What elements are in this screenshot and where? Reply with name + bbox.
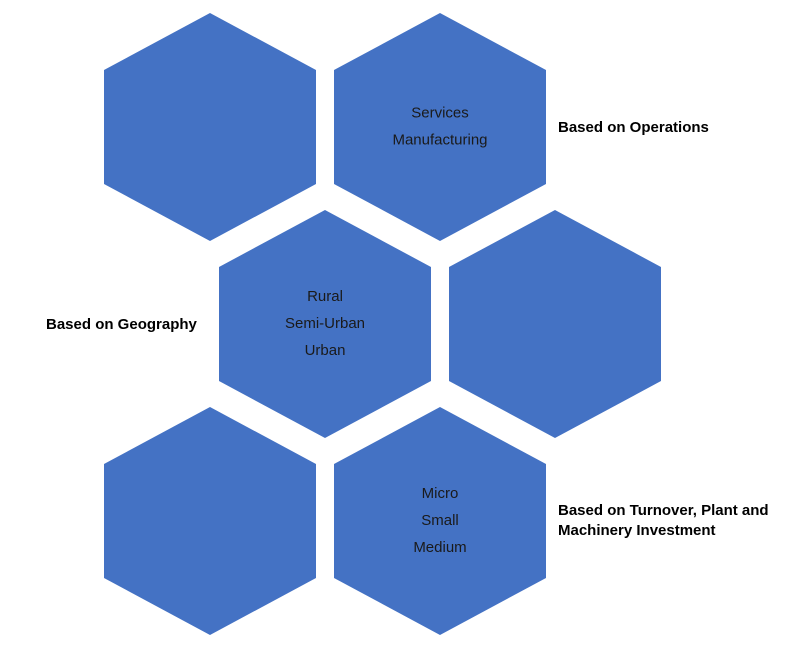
hexagon-middle-right	[449, 210, 661, 438]
hexagon-labels: ServicesManufacturingRuralSemi-UrbanUrba…	[285, 104, 488, 556]
label-based-on-operations: Based on Operations	[558, 118, 709, 138]
hexagon-bottom-right-line-2: Small	[421, 512, 459, 529]
hexagon-middle-left-line-2: Semi-Urban	[285, 315, 365, 332]
label-turnover-line-2: Machinery Investment	[558, 522, 716, 539]
hexagon-top-right	[334, 13, 546, 241]
hexagon-bottom-right-line-1: Micro	[422, 485, 459, 502]
hexagon-middle-left-line-1: Rural	[307, 288, 343, 305]
hexagon-middle-left	[219, 210, 431, 438]
hexagon-bottom-right-line-3: Medium	[413, 539, 466, 556]
hexagon-top-left	[104, 13, 316, 241]
hexagon-bottom-left	[104, 407, 316, 635]
label-based-on-turnover: Based on Turnover, Plant and Machinery I…	[558, 501, 769, 541]
hexagon-bottom-right	[334, 407, 546, 635]
label-operations-text: Based on Operations	[558, 119, 709, 136]
hexagon-top-right-line-1: Services	[411, 104, 469, 121]
label-based-on-geography: Based on Geography	[46, 315, 197, 335]
label-turnover-line-1: Based on Turnover, Plant and	[558, 502, 769, 519]
hexagon-top-right-line-2: Manufacturing	[392, 131, 487, 148]
label-geography-text: Based on Geography	[46, 316, 197, 333]
hexagon-middle-left-line-3: Urban	[305, 342, 346, 359]
